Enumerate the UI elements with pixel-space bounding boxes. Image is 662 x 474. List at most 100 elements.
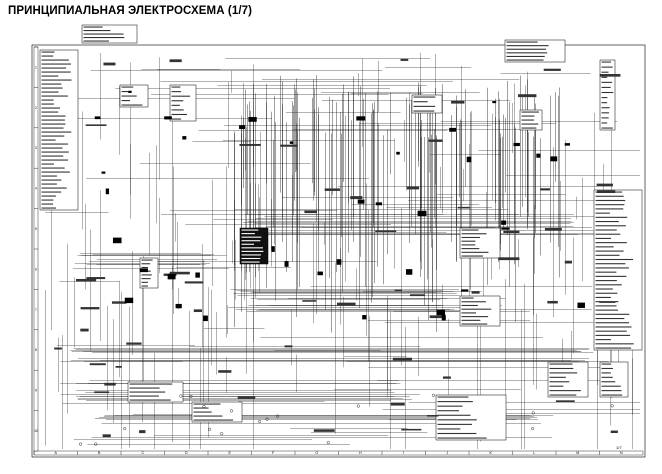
pin-label bbox=[41, 71, 71, 73]
component-label bbox=[498, 257, 520, 261]
pin-label bbox=[595, 233, 621, 235]
terminal-symbol bbox=[276, 414, 280, 418]
pin-label bbox=[601, 381, 616, 383]
pin-label bbox=[595, 317, 625, 320]
pin-label bbox=[521, 111, 539, 113]
pin-label bbox=[41, 87, 63, 89]
sheet-number: 1/7 bbox=[616, 445, 622, 450]
pin-label bbox=[461, 248, 480, 250]
pin-label bbox=[601, 76, 608, 78]
component-label bbox=[126, 342, 142, 345]
pin-label bbox=[461, 304, 478, 307]
pin-label bbox=[41, 131, 72, 133]
component-block bbox=[39, 49, 79, 211]
component-block bbox=[191, 401, 243, 423]
connector-marker bbox=[550, 156, 558, 162]
pin-label bbox=[129, 399, 171, 401]
pin-label bbox=[41, 207, 57, 209]
pin-label bbox=[241, 250, 264, 252]
component-block bbox=[504, 39, 566, 63]
pin-label bbox=[506, 59, 544, 61]
component-label bbox=[599, 74, 621, 77]
pin-label bbox=[461, 323, 488, 325]
pin-label bbox=[595, 288, 613, 290]
terminal-symbol bbox=[265, 417, 269, 421]
connector-marker bbox=[441, 314, 446, 321]
pin-label bbox=[506, 55, 545, 57]
component-block bbox=[169, 84, 197, 122]
component-label bbox=[350, 196, 363, 200]
pin-label bbox=[461, 297, 474, 299]
row-label: 4 bbox=[35, 187, 37, 191]
pin-label bbox=[141, 259, 153, 261]
component-label bbox=[324, 188, 341, 191]
pin-label bbox=[413, 110, 435, 112]
pin-label bbox=[121, 91, 132, 93]
pin-label bbox=[129, 383, 173, 385]
component-label bbox=[86, 277, 106, 280]
pin-label bbox=[595, 292, 618, 294]
terminal-symbol bbox=[189, 394, 193, 398]
pin-label bbox=[141, 266, 148, 269]
pin-label bbox=[129, 391, 166, 393]
pin-label bbox=[601, 367, 613, 370]
connector-marker bbox=[357, 199, 365, 204]
pin-label bbox=[601, 385, 621, 387]
connector-marker bbox=[94, 116, 101, 120]
row-label: 9 bbox=[35, 389, 37, 393]
pin-label bbox=[595, 246, 614, 248]
pin-label bbox=[41, 115, 66, 117]
column-label: E bbox=[229, 451, 232, 455]
pin-label bbox=[595, 275, 627, 277]
pin-label bbox=[461, 233, 487, 235]
pin-label bbox=[461, 301, 486, 303]
terminal-symbol bbox=[202, 404, 206, 408]
pin-label bbox=[595, 229, 617, 231]
component-label bbox=[457, 206, 470, 209]
pin-label bbox=[171, 118, 182, 120]
pin-label bbox=[241, 254, 261, 256]
pin-label bbox=[241, 233, 255, 235]
pin-label bbox=[521, 127, 537, 129]
pin-label bbox=[41, 143, 69, 145]
component-block bbox=[139, 257, 159, 289]
pin-label bbox=[41, 167, 65, 169]
pin-label bbox=[437, 432, 477, 435]
pin-label bbox=[41, 187, 67, 189]
row-label: 1 bbox=[35, 65, 37, 69]
column-label: F bbox=[272, 451, 275, 455]
pin-label bbox=[521, 119, 535, 121]
pin-label bbox=[601, 71, 609, 73]
column-label: A bbox=[55, 451, 58, 455]
pin-label bbox=[141, 278, 151, 280]
connector-marker bbox=[203, 315, 208, 322]
terminal-symbol bbox=[326, 441, 330, 445]
pin-label bbox=[601, 372, 611, 374]
pin-label bbox=[595, 326, 632, 328]
terminal-symbol bbox=[123, 427, 127, 431]
column-label: M bbox=[576, 451, 579, 455]
column-label: D bbox=[185, 451, 188, 455]
component-label bbox=[400, 58, 409, 61]
pin-label bbox=[437, 396, 469, 398]
component-label bbox=[184, 281, 204, 284]
component-label bbox=[394, 289, 402, 292]
pin-label bbox=[141, 285, 148, 287]
row-label: 3 bbox=[35, 146, 37, 150]
connector-marker bbox=[239, 125, 246, 130]
pin-label bbox=[121, 86, 134, 88]
terminal-symbol bbox=[610, 404, 614, 408]
component-label bbox=[218, 370, 232, 373]
pin-label bbox=[595, 343, 634, 345]
column-label: K bbox=[490, 451, 493, 455]
connector-marker bbox=[167, 273, 176, 280]
pin-label bbox=[41, 191, 62, 193]
pin-label bbox=[601, 394, 623, 396]
row-label: 5 bbox=[35, 227, 37, 231]
pin-label bbox=[461, 244, 476, 246]
pin-label bbox=[171, 104, 180, 106]
component-label bbox=[302, 300, 317, 302]
connector-marker bbox=[501, 220, 507, 225]
row-label: 2 bbox=[35, 106, 37, 110]
